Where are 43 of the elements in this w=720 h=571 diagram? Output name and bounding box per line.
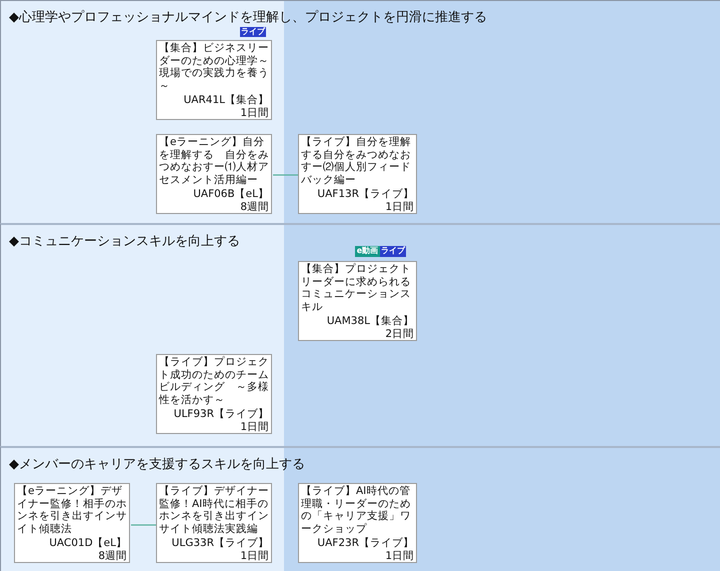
course-title: 【ライブ】AI時代の管理職・リーダーのための「キャリア支援」ワークショップ [301,485,412,536]
tag-badge: ライブ [380,246,406,257]
course-duration: 1日間 [384,550,414,562]
course-code: ULG33R【ライブ】 [170,537,269,550]
tag-badge: e動画 [355,246,380,257]
course-code: UAM38L【集合】 [326,315,414,328]
course-box [156,483,272,563]
course-duration: 8週間 [97,550,127,562]
section-band [0,446,720,571]
course-title: 【集合】ビジネスリーダーのための心理学～現場での実践力を養う～ [159,42,269,94]
course-duration: 1日間 [239,420,269,433]
course-code: UAF13R【ライブ】 [316,188,414,200]
course-code: UAC01D【eL】 [48,537,127,550]
connector-line [131,524,157,526]
section-heading: ◆心理学やプロフェッショナルマインドを理解し、プロジェクトを円滑に推進する [9,9,487,27]
course-box [156,134,272,214]
course-title: 【ライブ】デザイナー監修！AI時代に相手のホンネを引き出すインサイト傾聴法実践編 [159,485,269,536]
course-duration: 1日間 [239,550,269,562]
tag-badge: ライブ [240,27,266,37]
course-duration: 2日間 [384,328,414,340]
course-title: 【eラーニング】デザイナー監修！相手のホンネを引き出すインサイト傾聴法 [17,485,127,536]
course-duration: 1日間 [384,200,414,213]
course-code: ULF93R【ライブ】 [172,408,269,420]
course-title: 【ライブ】自分を理解する自分をみつめなおすー⑵個人別フィードバック編ー [301,136,412,188]
course-title: 【ライブ】プロジェクト成功のためのチームビルディング ～多様性を活かす～ [159,356,269,408]
section-heading: ◆メンバーのキャリアを支援するスキルを向上する [9,456,305,474]
course-title: 【eラーニング】自分を理解する 自分をみつめなおすー⑴人材アセスメント活用編ー [159,136,269,188]
course-duration: 8週間 [239,200,269,213]
course-box [298,261,417,341]
course-box [156,354,272,434]
course-code: UAF06B【eL】 [192,188,269,200]
course-box [14,483,130,563]
course-title: 【集合】プロジェクトリーダーに求められるコミュニケーションスキル [301,263,412,314]
section-band [0,223,720,446]
section-heading: ◆コミュニケーションスキルを向上する [9,233,240,251]
course-box [156,40,272,120]
connector-line [273,174,299,176]
section-band [0,0,720,223]
course-duration: 1日間 [239,106,269,119]
course-box [298,483,417,563]
course-box [298,134,417,214]
course-code: UAR41L【集合】 [182,94,269,106]
course-code: UAF23R【ライブ】 [316,537,414,550]
